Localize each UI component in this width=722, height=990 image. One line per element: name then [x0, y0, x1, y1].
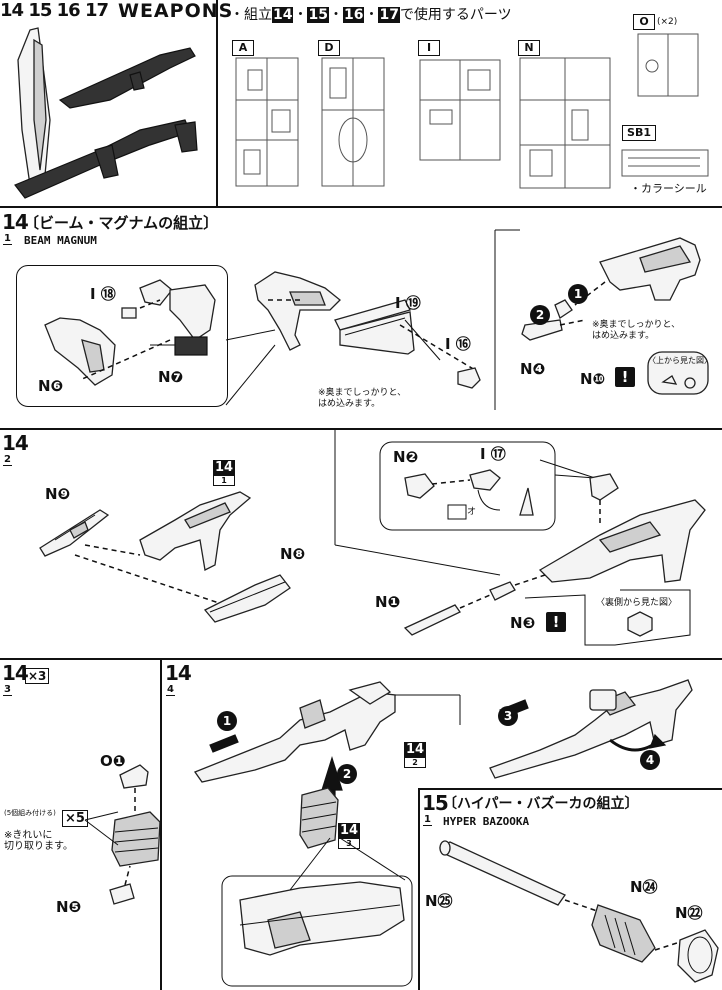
usage-step-15: 15 — [307, 7, 329, 23]
part-n8-label: N❽ — [280, 545, 306, 563]
part-o1-label: O❶ — [100, 752, 126, 770]
runner-o-label: O — [633, 14, 655, 30]
note-clean-cut: ※きれいに 切り取ります。 — [4, 830, 73, 852]
divider-15 — [418, 788, 722, 790]
usage-step-17: 17 — [378, 7, 400, 23]
runner-i-label: I — [418, 40, 440, 56]
runner-n-label: N — [518, 40, 540, 56]
note-push-in: ※奥までしっかりと、 はめ込みます。 — [318, 388, 407, 409]
step-14-4-number: 14 — [165, 661, 192, 685]
usage-step-14: 14 — [272, 7, 294, 23]
sticker-label: ・カラーシール — [630, 182, 707, 195]
part-n10-label: N❿ — [580, 370, 606, 388]
usage-sep: ・ — [293, 7, 308, 23]
step-14-1-sub: 1 — [3, 233, 12, 245]
step-14-3-number: 14 — [2, 661, 29, 685]
part-i17-label: I ⑰ — [480, 445, 506, 463]
part-n3-label: N❸ — [510, 614, 536, 632]
view-from-top-label: 〈上から見た図〉 — [648, 356, 712, 365]
weapons-illustration — [14, 27, 198, 199]
runner-sprues — [235, 33, 709, 189]
arrow-step-4-marker: 4 — [640, 750, 660, 770]
runner-sb1-label: SB1 — [622, 125, 656, 141]
sub-assembly-frame — [16, 265, 228, 407]
divider-15-v — [418, 788, 420, 990]
usage-line: ・組立14・15・16・17で使用するパーツ — [230, 4, 512, 24]
header-title: WEAPONS — [118, 0, 234, 22]
part-n6-label: N❻ — [38, 377, 64, 395]
step-14-2-diagram — [39, 430, 706, 646]
part-n1-label: N❶ — [375, 593, 401, 611]
part-n22-label: N㉒ — [675, 904, 703, 922]
step-15-1-number: 15 — [422, 791, 449, 815]
divider-header — [0, 206, 722, 208]
step-15-1-title: 〔ハイパー・バズーカの組立〕 — [443, 796, 639, 812]
step-15-1-sub: 1 — [423, 814, 432, 826]
arrow-step-3-marker: 3 — [498, 706, 518, 726]
divider-14-3 — [160, 658, 162, 990]
part-n7-label: N❼ — [158, 368, 184, 386]
step-14-1-diagram — [44, 229, 709, 410]
part-n2-label: N❷ — [393, 448, 419, 466]
arrow-step-1-marker: 1 — [217, 711, 237, 731]
runner-o-qty: (×2) — [657, 17, 678, 27]
part-i19-label: I ⑲ — [395, 294, 421, 312]
header-divider — [216, 0, 218, 206]
divider-14-2 — [0, 658, 722, 660]
usage-step-16: 16 — [342, 7, 365, 23]
divider-14-1 — [0, 428, 722, 430]
part-n4-label: N❹ — [520, 360, 546, 378]
step-15-1-subtitle: HYPER BAZOOKA — [443, 815, 530, 828]
arrow-step-1-marker: 1 — [568, 284, 588, 304]
view-from-back-label: 〈裏側から見た図〉 — [596, 598, 678, 608]
part-n24-label: N㉔ — [630, 878, 658, 896]
usage-sep: ・ — [364, 7, 379, 23]
step-14-2-number: 14 — [2, 431, 29, 455]
header-step-numbers: 14 15 16 17 — [0, 0, 109, 21]
part-n5-label: N❺ — [56, 898, 82, 916]
multi-qty: ×5 — [62, 810, 88, 827]
step-14-2-sub: 2 — [3, 454, 12, 466]
step-14-3-sub: 3 — [3, 684, 12, 696]
step-14-4-sub: 4 — [166, 684, 175, 696]
mark-o: オ — [467, 507, 477, 517]
runner-a-label: A — [232, 40, 254, 56]
arrow-step-2-marker: 2 — [337, 764, 357, 784]
usage-sep: ・ — [328, 7, 343, 23]
part-i16-label: I ⑯ — [445, 335, 471, 353]
arrow-step-2-marker: 2 — [530, 305, 550, 325]
usage-prefix: ・組立 — [230, 7, 272, 23]
part-n25-label: N㉕ — [425, 892, 453, 910]
part-n9-label: N❾ — [45, 485, 71, 503]
step-14-3-qty: ×3 — [25, 668, 50, 684]
step-14-1-number: 14 — [2, 210, 29, 234]
multi-note: (5個組み付ける) — [4, 809, 56, 817]
step-14-1-subtitle: BEAM MAGNUM — [24, 234, 97, 247]
caution-icon: ! — [615, 367, 635, 387]
step-14-1-title: 〔ビーム・マグナムの組立〕 — [24, 214, 219, 232]
caution-icon: ! — [546, 612, 566, 632]
usage-suffix: で使用するパーツ — [399, 7, 512, 23]
step-14-3-diagram — [84, 764, 161, 905]
runner-d-label: D — [318, 40, 340, 56]
note-push-in-2: ※奥までしっかりと、 はめ込みます。 — [592, 320, 681, 341]
part-i18-label: I ⑱ — [90, 285, 116, 303]
